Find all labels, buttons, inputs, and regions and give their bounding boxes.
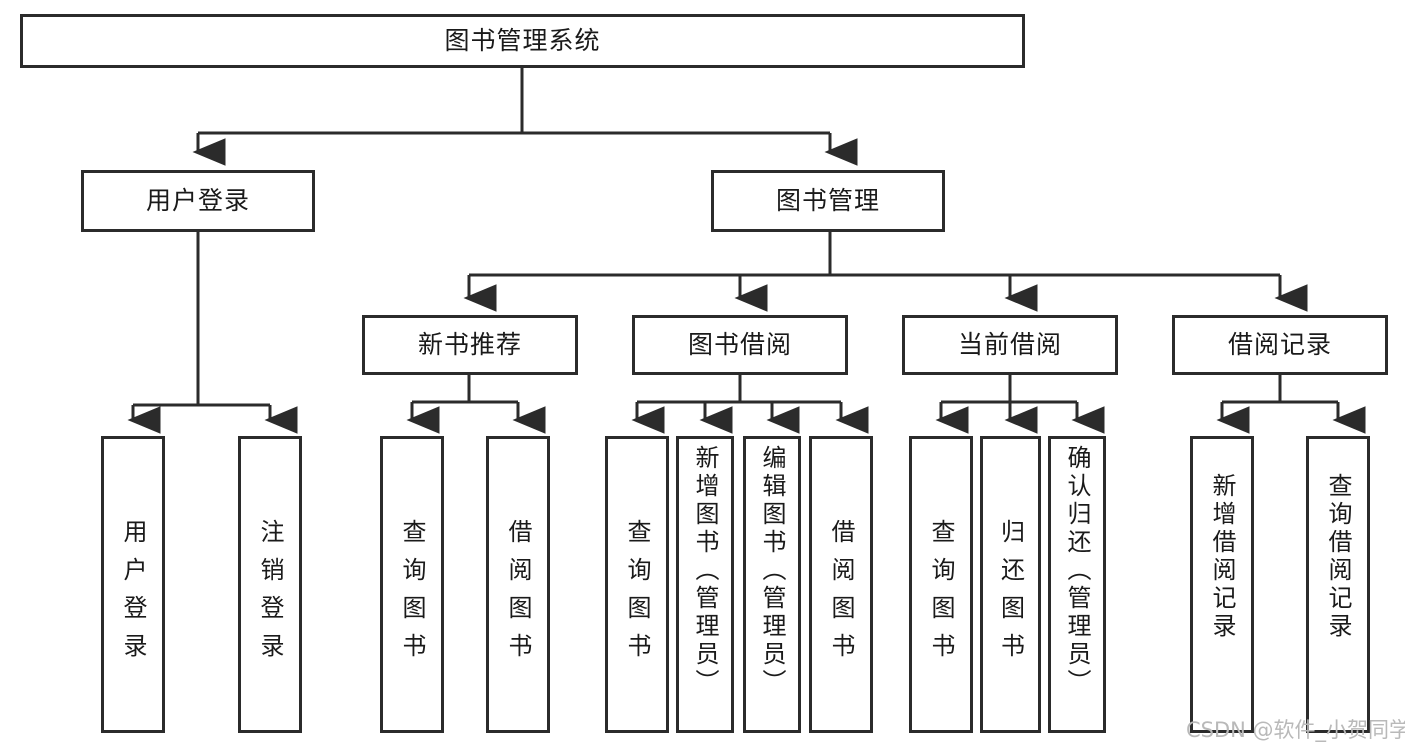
- node-leaf-borrow-book-1[interactable]: 借阅图书: [486, 436, 550, 733]
- node-leaf-query-book-1-label: 查询图书: [398, 519, 426, 671]
- node-new-book-recommend[interactable]: 新书推荐: [362, 315, 578, 375]
- node-leaf-edit-book-label: 编辑图书（管理员）: [758, 445, 786, 697]
- node-user-login[interactable]: 用户登录: [81, 170, 315, 232]
- node-root-label: 图书管理系统: [444, 25, 601, 55]
- node-current-borrow-label: 当前借阅: [957, 329, 1062, 359]
- node-leaf-confirm-return[interactable]: 确认归还（管理员）: [1048, 436, 1106, 733]
- node-leaf-query-book-1[interactable]: 查询图书: [380, 436, 444, 733]
- node-leaf-confirm-return-label: 确认归还（管理员）: [1063, 445, 1091, 697]
- node-leaf-query-book-3-label: 查询图书: [927, 519, 955, 671]
- node-leaf-return-book-label: 归还图书: [996, 519, 1025, 671]
- node-book-management[interactable]: 图书管理: [711, 170, 945, 232]
- node-book-borrow-label: 图书借阅: [687, 329, 792, 359]
- node-book-management-label: 图书管理: [775, 185, 880, 215]
- node-current-borrow[interactable]: 当前借阅: [902, 315, 1118, 375]
- node-new-book-recommend-label: 新书推荐: [417, 329, 522, 359]
- node-borrow-record-label: 借阅记录: [1227, 329, 1332, 359]
- node-leaf-query-record[interactable]: 查询借阅记录: [1306, 436, 1370, 733]
- node-leaf-query-record-label: 查询借阅记录: [1324, 473, 1352, 641]
- node-leaf-logout[interactable]: 注销登录: [238, 436, 302, 733]
- node-leaf-user-login[interactable]: 用户登录: [101, 436, 165, 733]
- node-leaf-query-book-2-label: 查询图书: [623, 519, 651, 671]
- node-borrow-record[interactable]: 借阅记录: [1172, 315, 1388, 375]
- node-leaf-add-record[interactable]: 新增借阅记录: [1190, 436, 1254, 733]
- csdn-watermark: CSDN @软件_小贺同学: [1186, 718, 1405, 742]
- node-leaf-add-record-label: 新增借阅记录: [1208, 473, 1236, 641]
- node-leaf-user-login-label: 用户登录: [119, 519, 147, 671]
- node-leaf-query-book-3[interactable]: 查询图书: [909, 436, 973, 733]
- node-leaf-borrow-book-2-label: 借阅图书: [827, 519, 855, 671]
- node-user-login-label: 用户登录: [145, 185, 250, 215]
- node-book-borrow[interactable]: 图书借阅: [632, 315, 848, 375]
- node-leaf-borrow-book-2[interactable]: 借阅图书: [809, 436, 873, 733]
- node-leaf-borrow-book-1-label: 借阅图书: [504, 519, 532, 671]
- node-leaf-add-book-label: 新增图书（管理员）: [691, 445, 719, 697]
- node-leaf-edit-book[interactable]: 编辑图书（管理员）: [743, 436, 801, 733]
- node-leaf-logout-label: 注销登录: [256, 519, 284, 671]
- node-root[interactable]: 图书管理系统: [20, 14, 1025, 68]
- node-leaf-return-book[interactable]: 归还图书: [980, 436, 1041, 733]
- node-leaf-add-book[interactable]: 新增图书（管理员）: [676, 436, 734, 733]
- node-leaf-query-book-2[interactable]: 查询图书: [605, 436, 669, 733]
